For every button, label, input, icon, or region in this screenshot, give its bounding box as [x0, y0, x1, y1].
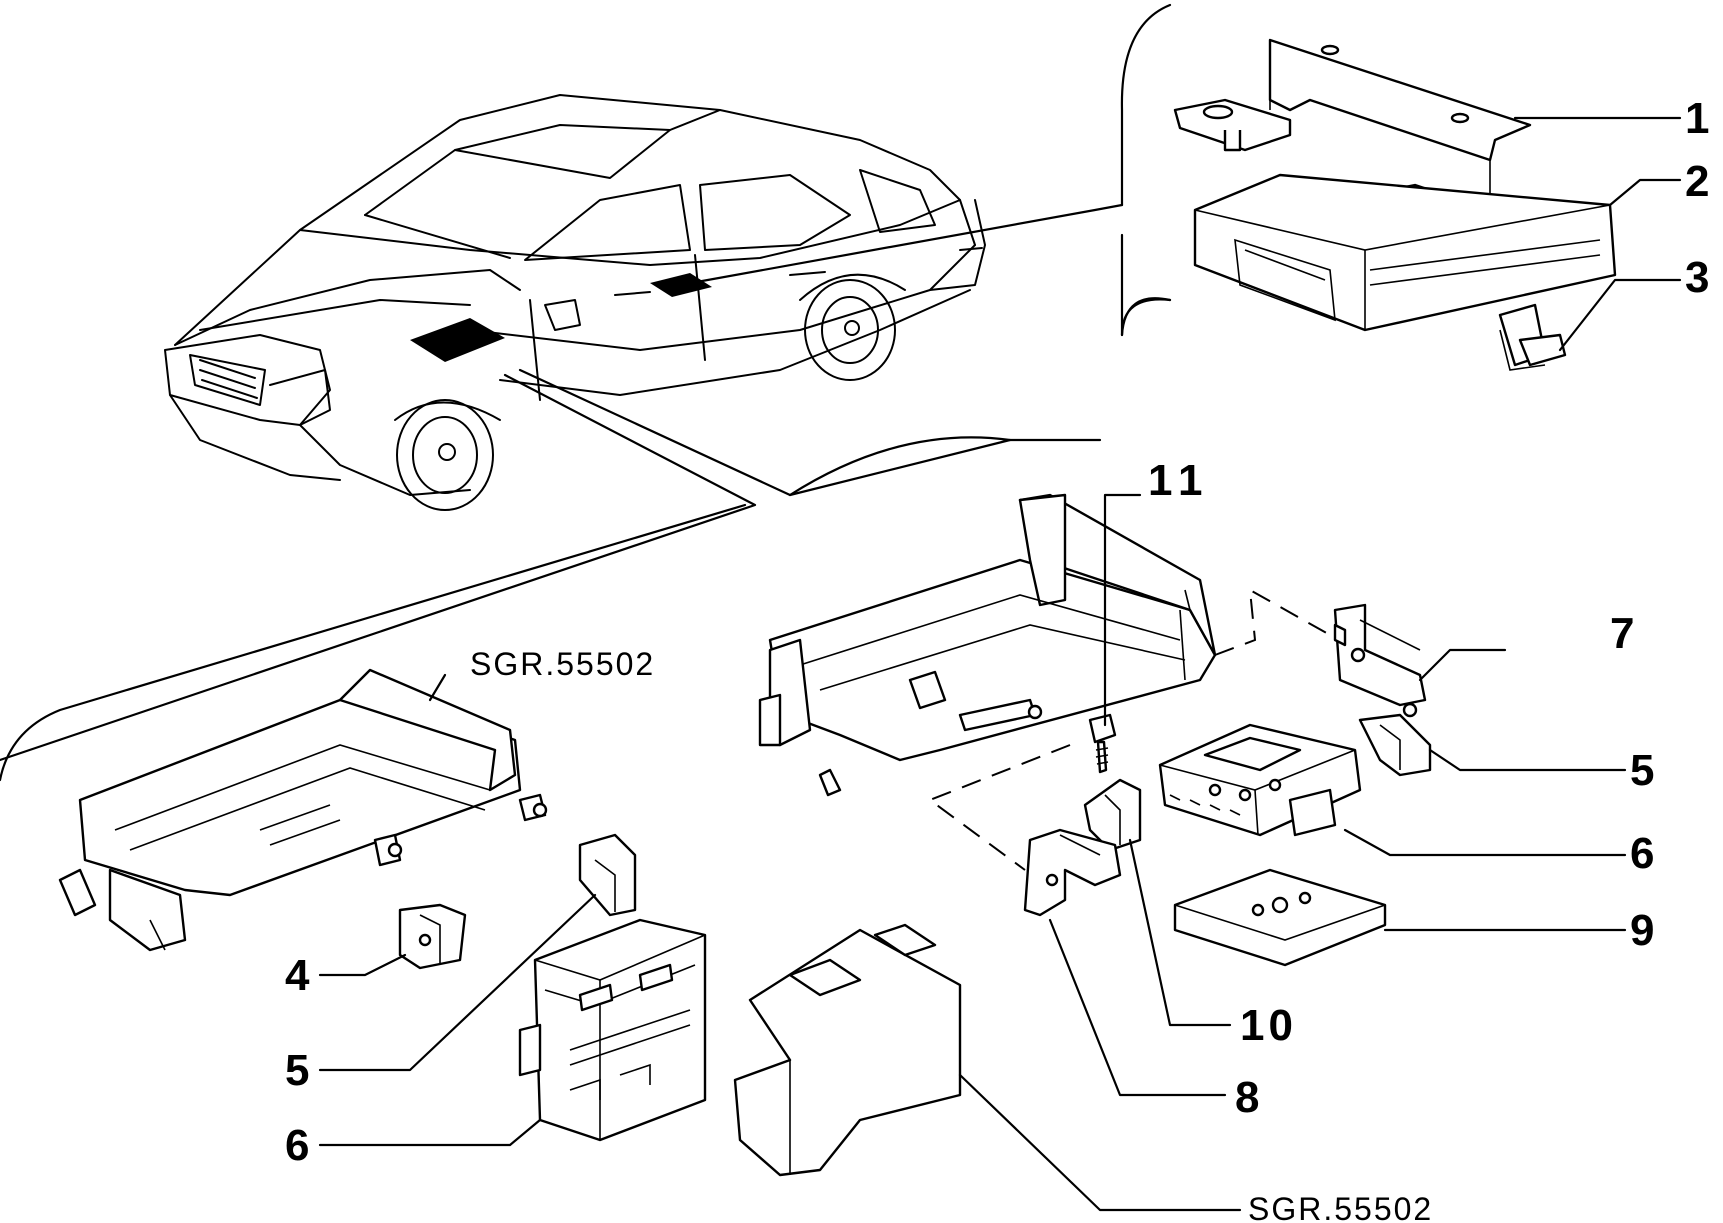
reference-sgr-top: SGR.55502 [470, 646, 655, 682]
dashed-assembly-lines [927, 588, 1331, 871]
car-illustration [164, 94, 986, 511]
reference-sgr-bottom: SGR.55502 [1248, 1191, 1433, 1223]
callout-9: 9 [1630, 906, 1654, 955]
callout-3: 3 [1685, 253, 1709, 302]
part-left-frame [58, 668, 548, 952]
callout-1: 1 [1685, 94, 1709, 143]
callout-4: 4 [285, 951, 310, 1000]
callout-labels: 1 2 3 11 7 5 6 9 10 8 4 5 6 SGR.55502 SG… [285, 94, 1709, 1223]
callout-7: 7 [1610, 609, 1634, 658]
leaders-left [318, 673, 1242, 1212]
part-7-bracket [1333, 603, 1427, 718]
part-11-screw [1088, 713, 1117, 774]
callout-10: 10 [1240, 1001, 1297, 1050]
callout-8: 8 [1235, 1073, 1259, 1122]
part-cover [733, 923, 962, 1177]
callout-6-right: 6 [1630, 829, 1654, 878]
part-10-clip [1083, 778, 1142, 852]
part-2-control-unit [1193, 173, 1617, 332]
bottom-inset-frame [0, 436, 1102, 782]
callout-5-right: 5 [1630, 746, 1654, 795]
part-right-frame [758, 493, 1217, 797]
part-8-bracket [1023, 828, 1122, 917]
top-inset-frame [1120, 3, 1172, 337]
callout-11: 11 [1148, 456, 1211, 505]
part-3-clip [1498, 303, 1567, 371]
part-6-unit-right [1158, 723, 1362, 837]
part-4-clip [398, 903, 467, 970]
callout-2: 2 [1685, 157, 1709, 206]
part-9-plate [1173, 868, 1387, 967]
part-6-unit-left [518, 918, 707, 1142]
part-5-clip-right [1358, 713, 1432, 777]
callout-6-left: 6 [285, 1121, 309, 1170]
part-5-clip-left [578, 833, 637, 917]
leaders-top [1513, 116, 1682, 352]
leaders-right [1048, 493, 1627, 1097]
callout-5-left: 5 [285, 1046, 309, 1095]
